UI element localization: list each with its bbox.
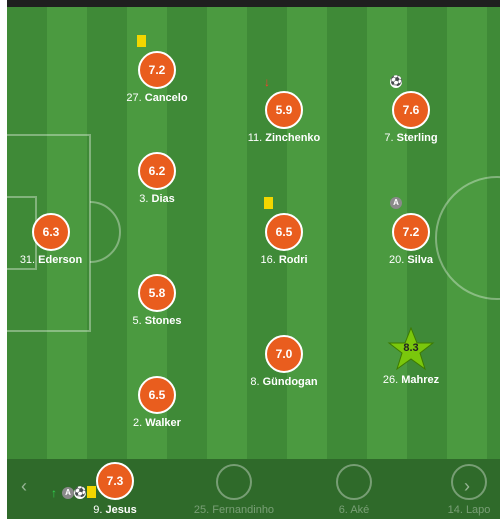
yellow-card-icon bbox=[264, 197, 273, 209]
soccer-ball-icon: ⚽ bbox=[390, 76, 403, 88]
player-cancelo[interactable]: 7.2 27. Cancelo bbox=[97, 51, 217, 104]
arrow-up-icon: ↑ bbox=[51, 486, 57, 500]
player-rating: 5.9 bbox=[265, 91, 303, 129]
bench-player-laporte[interactable]: 14. Lapo bbox=[414, 464, 500, 516]
player-rating: 6.5 bbox=[138, 376, 176, 414]
assist-icon: A bbox=[62, 487, 74, 499]
player-name: 25. Fernandinho bbox=[193, 504, 275, 516]
player-walker[interactable]: 6.5 2. Walker bbox=[97, 376, 217, 429]
bench-player-jesus[interactable]: 7.3 9. Jesus bbox=[60, 462, 170, 516]
player-name: 9. Jesus bbox=[93, 504, 137, 516]
player-name: 11. Zinchenko bbox=[247, 132, 321, 144]
chevron-left-icon[interactable]: ‹ bbox=[21, 476, 27, 496]
player-mahrez[interactable]: 8.3 26. Mahrez bbox=[351, 327, 471, 386]
player-rating: 7.6 bbox=[392, 91, 430, 129]
player-name: 20. Silva bbox=[388, 254, 434, 266]
player-silva[interactable]: 7.2 20. Silva bbox=[351, 213, 471, 266]
bench-player-fernandinho[interactable]: 25. Fernandinho bbox=[179, 464, 289, 516]
player-name: 6. Aké bbox=[338, 504, 370, 516]
player-rodri[interactable]: 6.5 16. Rodri bbox=[224, 213, 344, 266]
player-rating: 6.2 bbox=[138, 152, 176, 190]
player-name: 16. Rodri bbox=[260, 254, 308, 266]
player-rating: 6.3 bbox=[32, 213, 70, 251]
player-rating: 8.3 bbox=[403, 342, 419, 354]
bench-player-ake[interactable]: 6. Aké bbox=[299, 464, 409, 516]
yellow-card-icon bbox=[87, 486, 96, 498]
player-gundogan[interactable]: 7.0 8. Gündogan bbox=[224, 335, 344, 388]
player-rating: 5.8 bbox=[138, 274, 176, 312]
player-name: 3. Dias bbox=[139, 193, 175, 205]
player-placeholder bbox=[451, 464, 487, 500]
player-placeholder bbox=[336, 464, 372, 500]
player-name: 26. Mahrez bbox=[382, 374, 440, 386]
player-rating: 6.5 bbox=[265, 213, 303, 251]
player-rating: 7.2 bbox=[138, 51, 176, 89]
player-rating: 7.3 bbox=[96, 462, 134, 500]
player-placeholder bbox=[216, 464, 252, 500]
soccer-ball-icon: ⚽ bbox=[74, 487, 87, 499]
player-name: 2. Walker bbox=[133, 417, 181, 429]
player-dias[interactable]: 6.2 3. Dias bbox=[97, 152, 217, 205]
pitch: 6.3 31. Ederson 7.2 27. Cancelo 6.2 3. D… bbox=[7, 7, 500, 459]
player-name: 7. Sterling bbox=[384, 132, 438, 144]
yellow-card-icon bbox=[137, 35, 146, 47]
star-icon: 8.3 bbox=[387, 327, 435, 371]
player-name: 27. Cancelo bbox=[126, 92, 188, 104]
player-rating: 7.0 bbox=[265, 335, 303, 373]
top-bar bbox=[0, 0, 500, 7]
player-name: 31. Ederson bbox=[19, 254, 83, 266]
player-ederson[interactable]: 6.3 31. Ederson bbox=[7, 213, 111, 266]
arrow-down-icon: ↓ bbox=[264, 75, 270, 89]
assist-icon: A bbox=[390, 197, 402, 209]
player-name: 14. Lapo bbox=[447, 504, 491, 516]
player-sterling[interactable]: 7.6 7. Sterling bbox=[351, 91, 471, 144]
player-stones[interactable]: 5.8 5. Stones bbox=[97, 274, 217, 327]
player-name: 8. Gündogan bbox=[250, 376, 318, 388]
player-name: 5. Stones bbox=[132, 315, 182, 327]
player-zinchenko[interactable]: 5.9 11. Zinchenko bbox=[224, 91, 344, 144]
bench: ‹ › ↑ A ⚽ 7.3 9. Jesus 25. Fernandinho 6… bbox=[7, 459, 500, 519]
player-rating: 7.2 bbox=[392, 213, 430, 251]
